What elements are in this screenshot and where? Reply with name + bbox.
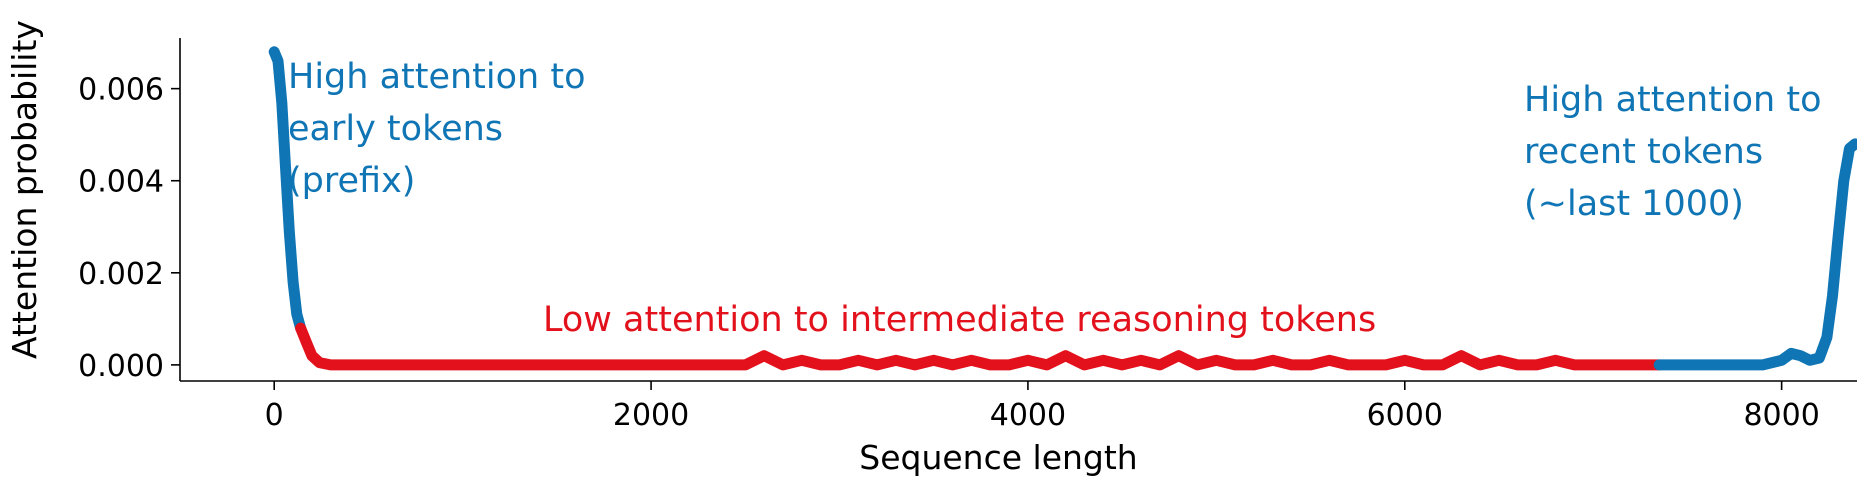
series-layer bbox=[268, 46, 1857, 371]
annotation-recent: High attention to recent tokens (~last 1… bbox=[1524, 80, 1833, 224]
y-tick-label: 0.006 bbox=[78, 73, 164, 108]
annotation-prefix: High attention to early tokens (prefix) bbox=[288, 57, 597, 201]
annotation-recent-line-1: High attention to bbox=[1524, 80, 1821, 120]
x-tick-label: 6000 bbox=[1367, 398, 1443, 433]
annotation-prefix-line-3: (prefix) bbox=[288, 161, 415, 201]
x-tick-label: 2000 bbox=[613, 398, 689, 433]
x-tick-label: 8000 bbox=[1743, 398, 1819, 433]
y-tick-label: 0.000 bbox=[78, 349, 164, 384]
series-line-prefix bbox=[268, 46, 307, 334]
axes: 0 2000 4000 6000 8000 0.000 0.002 0.004 0.006Seq… bbox=[5, 20, 1857, 477]
series-line-recent bbox=[1653, 138, 1857, 371]
x-tick-label: 4000 bbox=[990, 398, 1066, 433]
annotations: High attention to early tokens (prefix) … bbox=[288, 57, 1833, 340]
annotation-intermediate: Low attention to intermediate reasoning … bbox=[543, 300, 1376, 340]
annotation-recent-line-3: (~last 1000) bbox=[1524, 184, 1744, 224]
y-tick-label: 0.004 bbox=[78, 165, 164, 200]
annotation-intermediate-line-1: Low attention to intermediate reasoning … bbox=[543, 300, 1376, 340]
annotation-recent-line-2: recent tokens bbox=[1524, 132, 1763, 172]
x-tick-label: 0 bbox=[265, 398, 284, 433]
series-line-intermediate bbox=[295, 322, 1665, 371]
annotation-prefix-line-2: early tokens bbox=[288, 109, 503, 149]
annotation-prefix-line-1: High attention to bbox=[288, 57, 585, 97]
x-axis-label: Sequence length bbox=[859, 438, 1137, 477]
y-axis-label: Attention probability bbox=[5, 20, 44, 359]
y-tick-label: 0.002 bbox=[78, 257, 164, 292]
